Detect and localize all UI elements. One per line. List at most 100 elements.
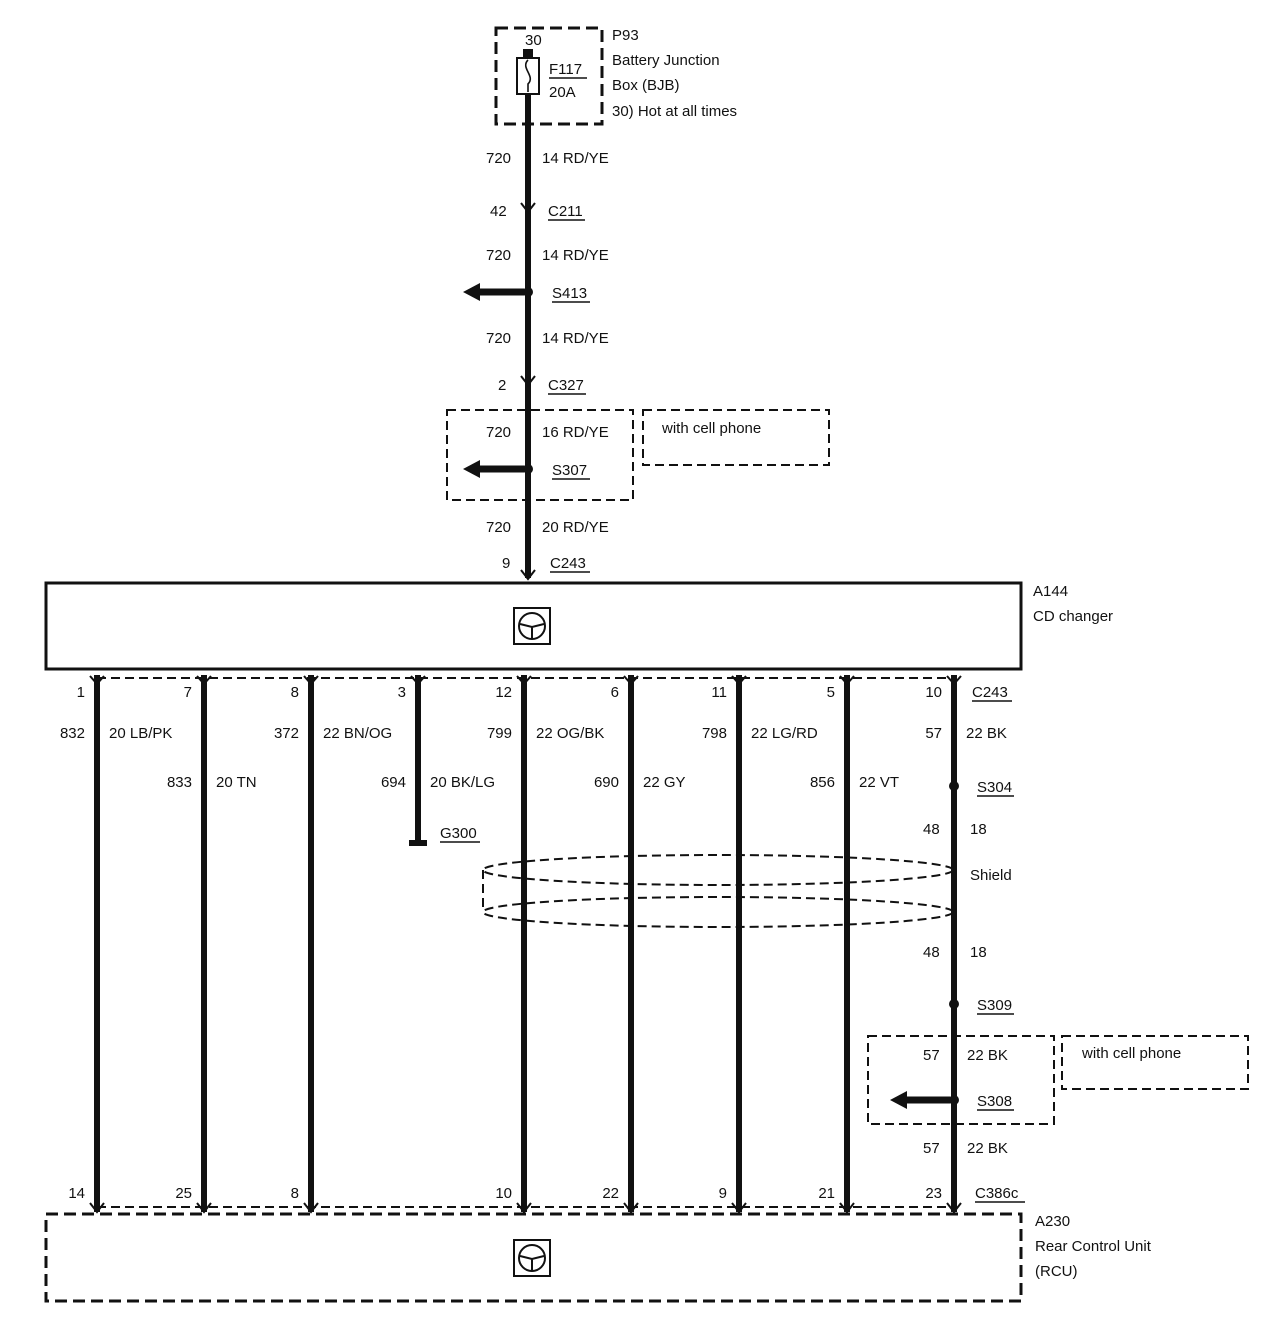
shield-upper-wire: 18: [970, 821, 987, 838]
c386c-id: C386c: [975, 1185, 1019, 1202]
c243-bottom-id: C243: [972, 684, 1008, 701]
wire-pin-bottom: 22: [602, 1185, 619, 1202]
wire-pin-top: 11: [711, 684, 727, 701]
wire-spec: 22 LG/RD: [751, 725, 818, 742]
cell-phone-option-box-2: [867, 1035, 1055, 1125]
s413-arrow-icon: [463, 283, 480, 301]
wire-pin-top: 7: [184, 684, 192, 701]
wire-circuit: 690: [594, 774, 619, 791]
wire-pin-bottom: 25: [175, 1185, 192, 1202]
fuse-top-terminal: [523, 49, 533, 57]
wire-spec: 22 VT: [859, 774, 899, 791]
c211-pin: 42: [490, 203, 507, 220]
s308-lower-wire: 22 BK: [967, 1140, 1008, 1157]
c211-connector-icon: [520, 202, 536, 214]
wire-spec: 22 BK: [966, 725, 1007, 742]
bjb-name-line1: Battery Junction: [612, 52, 720, 69]
fuse-rating: 20A: [549, 84, 576, 101]
trunk-circuit-5: 720: [486, 519, 511, 536]
c243-top-pin: 9: [502, 555, 510, 572]
wire-spec: 22 BN/OG: [323, 725, 392, 742]
wire-spec: 22 GY: [643, 774, 686, 791]
rcu-name-line2: (RCU): [1035, 1263, 1078, 1280]
rcu-id: A230: [1035, 1213, 1070, 1230]
wire-pin-bottom: 10: [495, 1185, 512, 1202]
g300-ground-icon: [409, 840, 427, 846]
wire-pin-top: 5: [827, 684, 835, 701]
wire-spec: 22 OG/BK: [536, 725, 604, 742]
wire-pin-top: 6: [611, 684, 619, 701]
shield-ellipse-bottom: [482, 896, 954, 928]
cell-phone-note-1: with cell phone: [661, 420, 761, 437]
s309-splice-dot: [949, 999, 959, 1009]
bottom-wire-harness: 1 832 20 LB/PK 14 7 833 20 TN 25 8 372 22 BN/OG 8 3 6…: [60, 675, 1007, 1214]
wire-terminal-icon: [946, 1202, 962, 1214]
wire-spec: 20 BK/LG: [430, 774, 495, 791]
wire-pin-bottom: 14: [68, 1185, 85, 1202]
s304-id: S304: [977, 779, 1012, 796]
wire-pin-top: 1: [77, 684, 85, 701]
trunk-circuit-1: 720: [486, 150, 511, 167]
wire-circuit: 832: [60, 725, 85, 742]
s413-splice-dot: [523, 287, 533, 297]
shield-ellipse-top: [482, 854, 954, 886]
s308-id: S308: [977, 1093, 1012, 1110]
wire-pin-bottom: 8: [291, 1185, 299, 1202]
wire-circuit: 799: [487, 725, 512, 742]
s307-id: S307: [552, 462, 587, 479]
wire-terminal-icon: [946, 675, 962, 686]
wire-circuit: 856: [810, 774, 835, 791]
wire-circuit: 57: [925, 725, 942, 742]
trunk-circuit-4: 720: [486, 424, 511, 441]
wire-pin-top: 3: [398, 684, 406, 701]
s413-id: S413: [552, 285, 587, 302]
c327-pin: 2: [498, 377, 506, 394]
wire-pin-top: 10: [925, 684, 942, 701]
s308-upper-wire: 22 BK: [967, 1047, 1008, 1064]
wire-pin-top: 12: [495, 684, 512, 701]
s309-id: S309: [977, 997, 1012, 1014]
bjb-note: 30) Hot at all times: [612, 103, 737, 120]
wire-circuit: 372: [274, 725, 299, 742]
fuse-pin-label: 30: [525, 32, 542, 49]
wire-circuit: 833: [167, 774, 192, 791]
fuse-element-icon: [524, 59, 532, 92]
trunk-wire-5: 20 RD/YE: [542, 519, 609, 536]
rcu-module: [44, 1212, 1023, 1303]
cell-phone-option-box-1: [446, 409, 634, 501]
bjb-name-line2: Box (BJB): [612, 77, 680, 94]
shield-label: Shield: [970, 867, 1012, 884]
wire-pin-top: 8: [291, 684, 299, 701]
wire-pin-bottom: 21: [818, 1185, 835, 1202]
s308-upper-circuit: 57: [923, 1047, 940, 1064]
s308-lower-circuit: 57: [923, 1140, 940, 1157]
wire-spec: 20 LB/PK: [109, 725, 172, 742]
wire-circuit: 798: [702, 725, 727, 742]
fuse-id: F117: [549, 61, 582, 78]
trunk-circuit-3: 720: [486, 330, 511, 347]
rcu-module-icon: [513, 1239, 551, 1277]
trunk-wire-3: 14 RD/YE: [542, 330, 609, 347]
cell-phone-note-box-2: [1061, 1035, 1249, 1090]
shield-lower-wire: 18: [970, 944, 987, 961]
c327-connector-icon: [520, 375, 536, 387]
s308-splice-dot: [949, 1095, 959, 1105]
shield-upper-circuit: 48: [923, 821, 940, 838]
trunk-wire-1: 14 RD/YE: [542, 150, 609, 167]
s307-arrow-icon: [463, 460, 480, 478]
c243-top-id: C243: [550, 555, 586, 572]
s307-splice-dot: [523, 464, 533, 474]
cell-phone-note-2: with cell phone: [1081, 1045, 1181, 1062]
cd-changer-module-icon: [513, 607, 551, 645]
wire-spec: 20 TN: [216, 774, 257, 791]
bjb-dashed-box: [494, 26, 604, 126]
c243-top-connector-icon: [520, 569, 536, 581]
trunk-circuit-2: 720: [486, 247, 511, 264]
c327-id: C327: [548, 377, 584, 394]
s308-arrow-icon: [890, 1091, 907, 1109]
shield-lower-circuit: 48: [923, 944, 940, 961]
s304-splice-dot: [949, 781, 959, 791]
cd-changer-name: CD changer: [1033, 608, 1113, 625]
trunk-wire-2: 14 RD/YE: [542, 247, 609, 264]
